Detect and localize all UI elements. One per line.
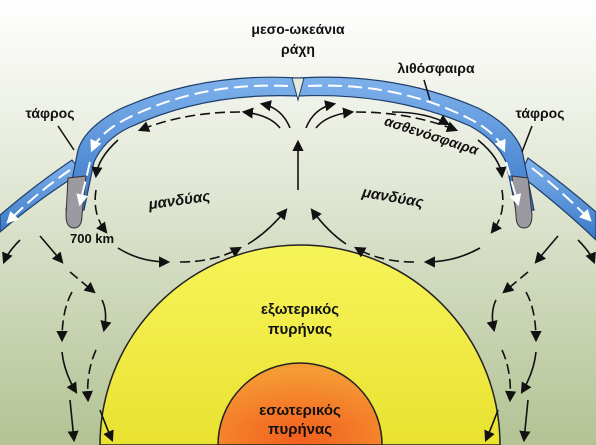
trench-left-label: τάφρος: [26, 105, 75, 121]
lithosphere-left: [65, 76, 299, 211]
trench-left-leader-line: [57, 125, 75, 151]
lithosphere-leader-line: [423, 79, 431, 101]
lithosphere-label: λιθόσφαιρα: [397, 60, 475, 76]
inner-core-label-line1: εσωτερικός: [259, 402, 341, 419]
ridge-label-line2: ράχη: [281, 41, 315, 57]
ridge-label-line1: μεσο-ωκεάνια: [251, 21, 345, 37]
inner-core-label-line2: πυρήνας: [268, 421, 332, 438]
trench-right-leader-line: [521, 125, 533, 153]
right-subducting-slab: [511, 175, 533, 229]
trench-right-label: τάφρος: [516, 105, 565, 121]
ridge-notch: [291, 77, 305, 102]
convection-arrows: [2, 100, 596, 443]
outer-core: [99, 244, 501, 445]
left-subducting-slab: [65, 175, 87, 229]
depth-label: 700 km: [70, 231, 114, 246]
outer-core-label-line2: πυρήνας: [268, 321, 332, 338]
inner-core: [217, 362, 383, 445]
outer-core-label-line1: εξωτερικός: [261, 301, 339, 318]
plate-motion-arrows: [6, 84, 592, 224]
